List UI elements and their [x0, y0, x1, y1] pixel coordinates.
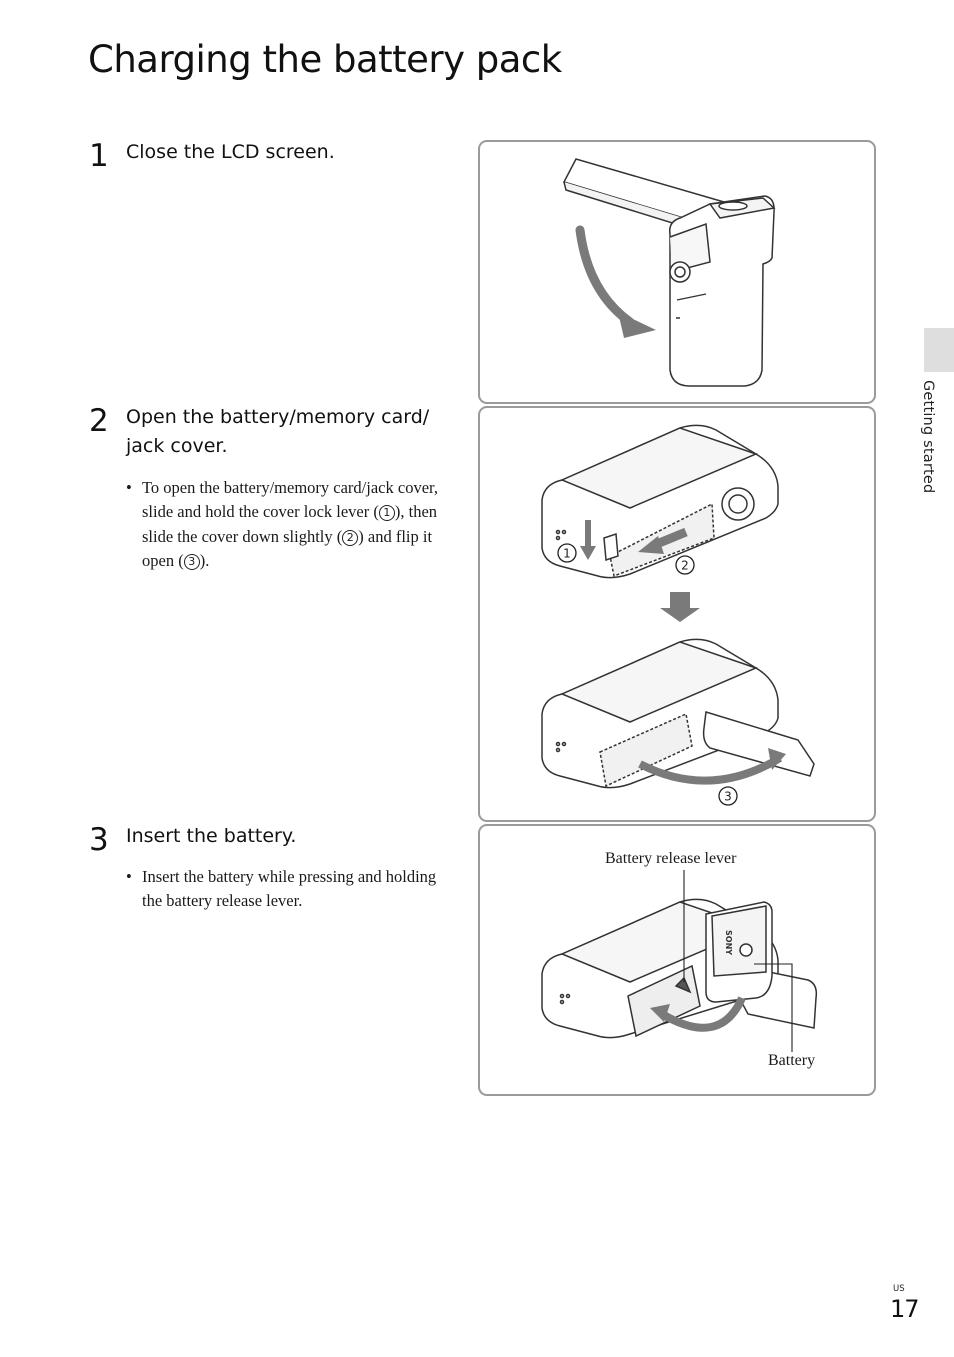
battery-leader	[754, 963, 793, 1052]
step-1-number: 1	[89, 138, 109, 174]
figure-close-lcd	[478, 140, 876, 404]
next-step-arrow	[660, 592, 700, 622]
step-2-bullet-text-4: ).	[199, 550, 210, 570]
mark-3-label: 3	[724, 790, 732, 804]
battery-cover-open	[702, 711, 815, 777]
close-direction-arrow	[575, 225, 635, 327]
callout-battery-release-lever: Battery release lever	[605, 850, 737, 867]
step-1-title: Close the LCD screen.	[126, 141, 335, 163]
step-2-title-line1: Open the battery/memory card/	[126, 406, 430, 428]
callout-marks: 1 2 3	[557, 543, 738, 806]
insert-direction-arrow	[659, 996, 746, 1032]
figure-open-cover: 1 2 3	[478, 406, 876, 822]
callout-battery: Battery	[768, 1052, 816, 1069]
page-number: 17	[890, 1295, 920, 1323]
step-2-number: 2	[89, 403, 109, 439]
flip-open-arrow	[638, 754, 783, 785]
step-3-bullet: Insert the battery while pressing and ho…	[126, 865, 442, 914]
step-2-title-line2: jack cover.	[126, 435, 228, 457]
camcorder-insert-battery-illustration: SONY	[541, 870, 818, 1052]
camcorder-open-cover-illustration: 1 2 3	[541, 424, 815, 806]
circled-number-2: 2	[342, 529, 359, 546]
mark-1-label: 1	[563, 547, 571, 561]
camcorder-body	[668, 195, 775, 387]
cover-lock-lever	[603, 532, 619, 562]
battery-brand-label: SONY	[724, 930, 733, 955]
circled-number-3: 3	[183, 553, 200, 570]
step-2-bullet-text-1: To open the battery/memory card/jack cov…	[142, 478, 438, 522]
mark-2-label: 2	[681, 559, 689, 573]
section-tab-marker	[924, 328, 954, 372]
step-3-number: 3	[89, 822, 109, 858]
slide-cover-arrow	[638, 536, 664, 554]
step-2-bullet-text-2: ), then slide the cover down slightly (	[142, 502, 438, 546]
camcorder-close-lcd-illustration	[562, 158, 776, 387]
slide-down-arrow	[580, 546, 596, 560]
battery-release-lever-shape	[674, 976, 692, 994]
step-2-title: Open the battery/memory card/ jack cover…	[126, 403, 429, 461]
circled-number-1: 1	[378, 505, 395, 522]
page-title: Charging the battery pack	[88, 38, 562, 81]
step-2-bullet-text-3: ) and flip it open (	[142, 526, 433, 570]
page-region-code: US	[893, 1284, 905, 1294]
step-2-bullet: To open the battery/memory card/jack cov…	[126, 476, 460, 573]
close-arrow-head	[618, 312, 656, 338]
section-side-label: Getting started	[920, 380, 936, 494]
figure-insert-battery: SONY Battery release lever Battery	[478, 824, 876, 1096]
step-3-title: Insert the battery.	[126, 825, 297, 847]
